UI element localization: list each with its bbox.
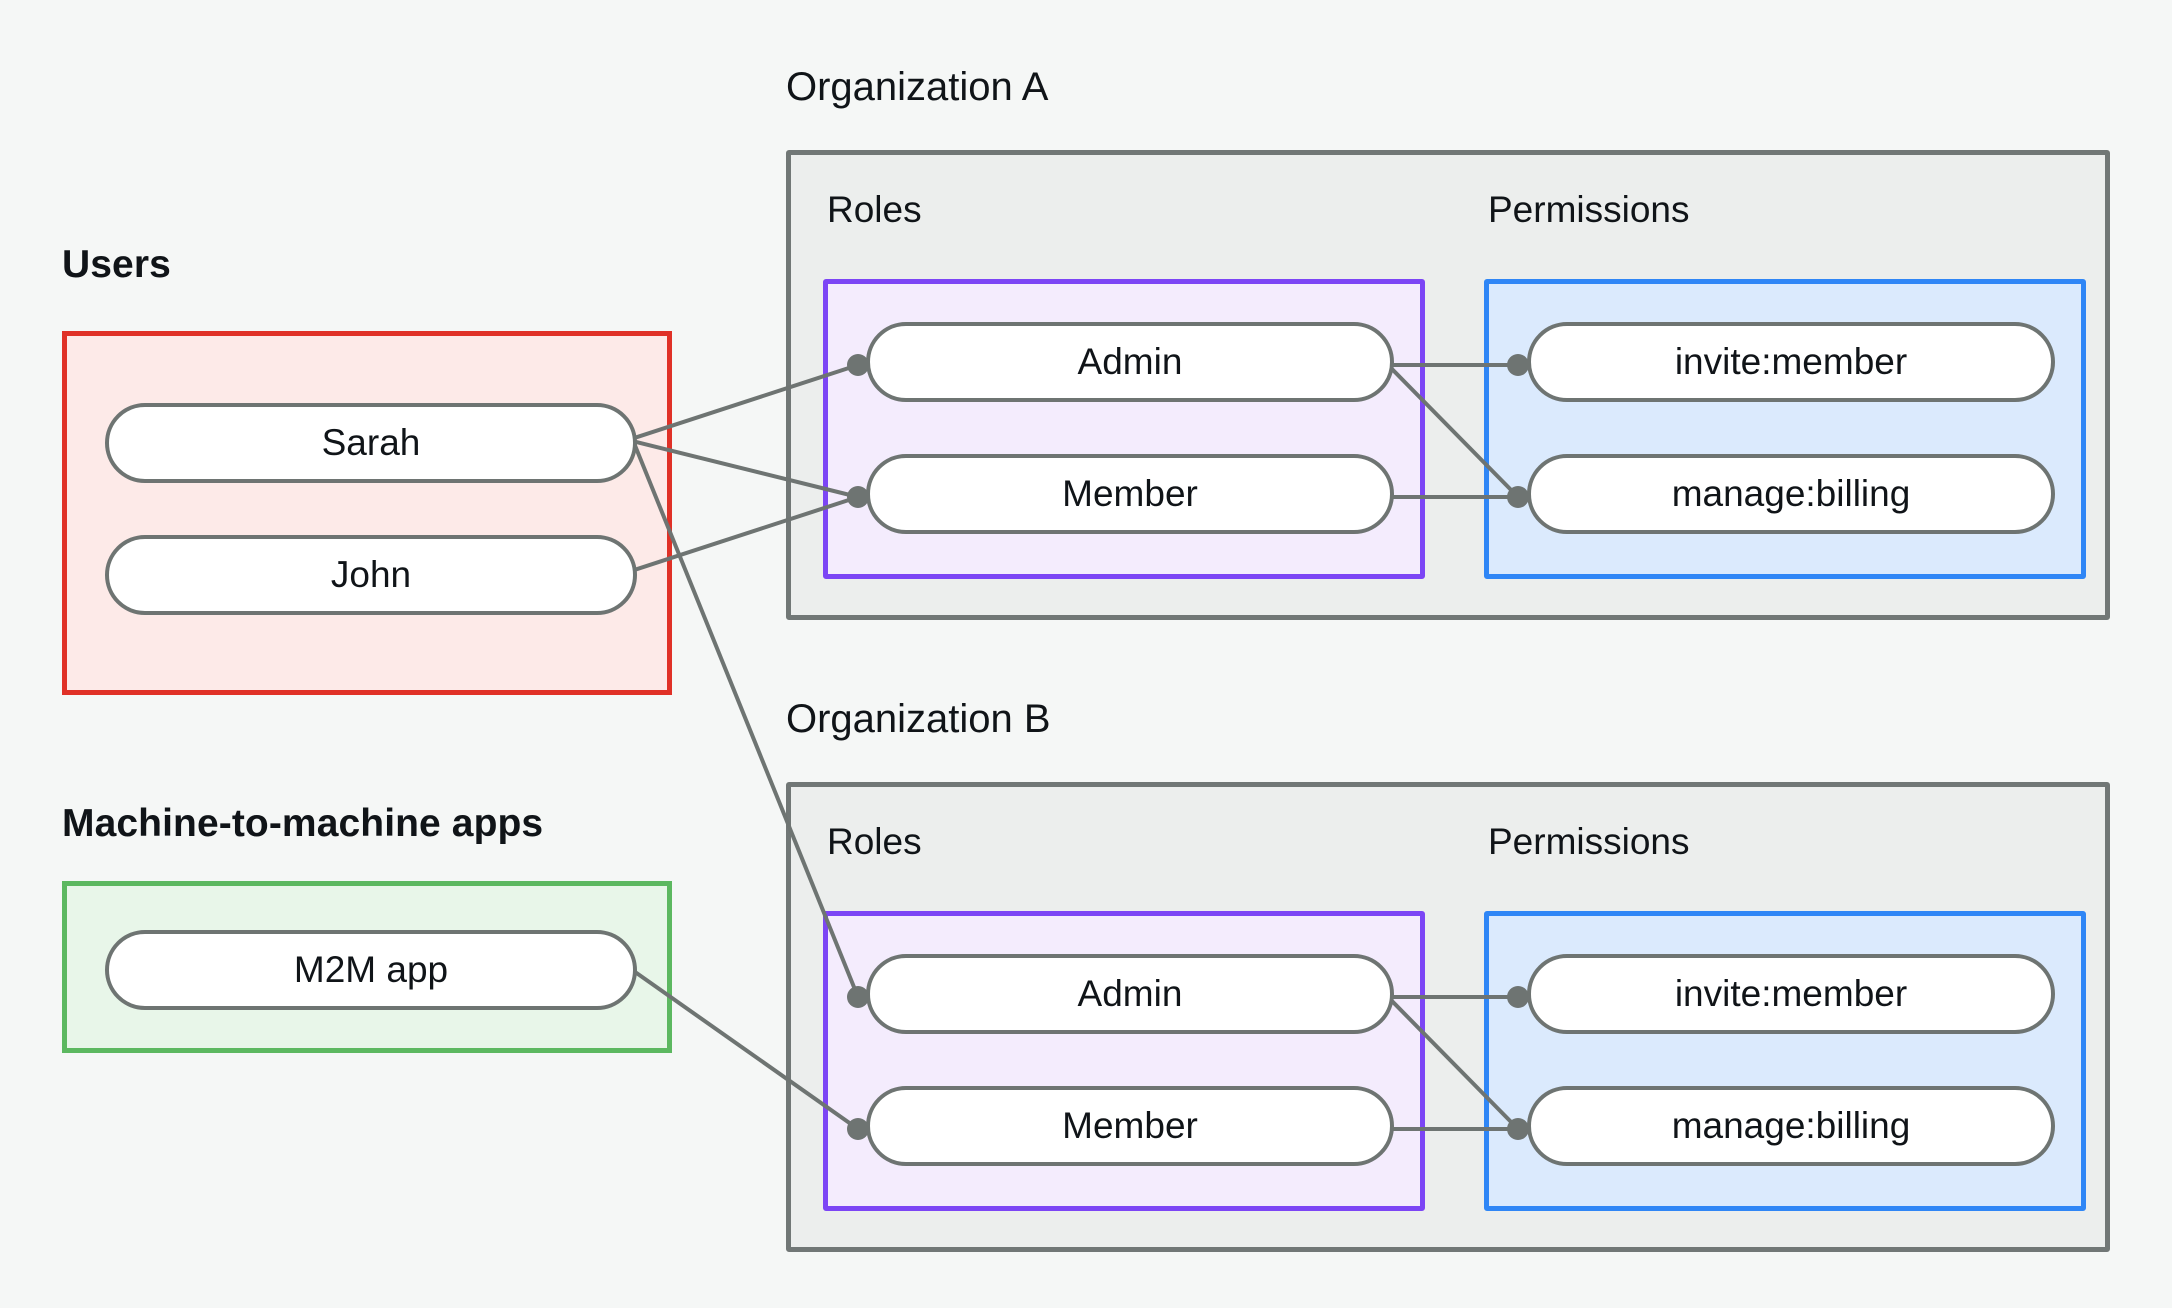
- organization-a-box: Roles Admin Member Permissions invite:me…: [786, 150, 2110, 620]
- orgB-role-pill-admin[interactable]: Admin: [866, 954, 1394, 1034]
- users-caption: Users: [62, 243, 171, 286]
- user-pill-sarah[interactable]: Sarah: [105, 403, 637, 483]
- organization-b-title: Organization B: [786, 697, 1051, 741]
- orgA-permissions-box: invite:member manage:billing: [1484, 279, 2086, 579]
- users-group-box: Sarah John: [62, 331, 672, 695]
- machines-caption: Machine-to-machine apps: [62, 802, 544, 845]
- user-pill-john[interactable]: John: [105, 535, 637, 615]
- orgB-roles-title: Roles: [827, 821, 922, 862]
- organization-a-title: Organization A: [786, 65, 1049, 109]
- orgB-permission-pill-invite-member[interactable]: invite:member: [1527, 954, 2055, 1034]
- orgA-permissions-title: Permissions: [1488, 189, 1690, 230]
- orgA-role-pill-member[interactable]: Member: [866, 454, 1394, 534]
- orgA-roles-box: Admin Member: [823, 279, 1425, 579]
- orgA-permission-pill-manage-billing[interactable]: manage:billing: [1527, 454, 2055, 534]
- orgB-permissions-box: invite:member manage:billing: [1484, 911, 2086, 1211]
- orgA-roles-title: Roles: [827, 189, 922, 230]
- machines-group-box: M2M app: [62, 881, 672, 1053]
- organization-b-box: Roles Admin Member Permissions invite:me…: [786, 782, 2110, 1252]
- m2m-pill-app[interactable]: M2M app: [105, 930, 637, 1010]
- orgA-permission-pill-invite-member[interactable]: invite:member: [1527, 322, 2055, 402]
- orgA-role-pill-admin[interactable]: Admin: [866, 322, 1394, 402]
- orgB-permissions-title: Permissions: [1488, 821, 1690, 862]
- orgB-role-pill-member[interactable]: Member: [866, 1086, 1394, 1166]
- orgB-roles-box: Admin Member: [823, 911, 1425, 1211]
- orgB-permission-pill-manage-billing[interactable]: manage:billing: [1527, 1086, 2055, 1166]
